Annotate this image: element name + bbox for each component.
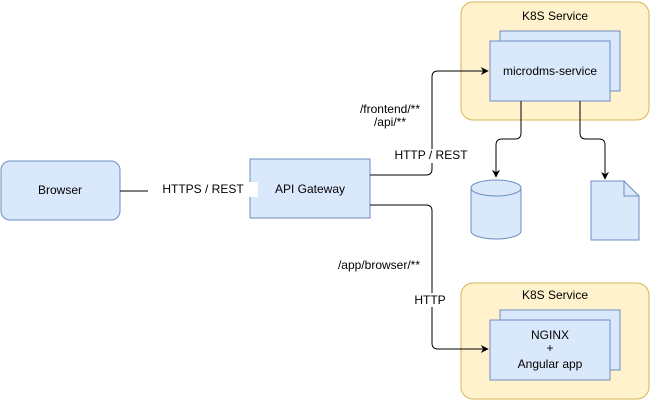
api-gateway-node[interactable]: API Gateway (249, 158, 371, 219)
browser-node[interactable]: Browser (0, 160, 121, 221)
microdms-service-node[interactable]: microdms-service (489, 30, 621, 102)
browser-label: Browser (38, 183, 82, 197)
edge-label-frontend-path: /frontend/** (360, 102, 420, 116)
edge-gateway-to-microdms[interactable]: HTTP / REST /frontend/** /api/** (360, 67, 489, 176)
edge-microdms-to-document[interactable] (579, 101, 609, 180)
edge-label-app-browser-path: /app/browser/** (338, 258, 420, 272)
nginx-angular-node[interactable]: NGINX + Angular app (489, 309, 621, 381)
edge-label-http: HTTP (414, 293, 445, 307)
api-gateway-label: API Gateway (275, 182, 345, 196)
edge-label-api-path: /api/** (374, 115, 406, 129)
edge-microdms-to-database[interactable] (492, 101, 522, 178)
k8s-service-title-top: K8S Service (522, 9, 588, 23)
angular-app-label: Angular app (518, 357, 583, 371)
microdms-service-label: microdms-service (503, 64, 597, 78)
k8s-service-title-bottom: K8S Service (522, 288, 588, 302)
document-icon (590, 180, 640, 241)
edge-label-https-rest: HTTPS / REST (162, 182, 244, 196)
edge-label-http-rest: HTTP / REST (394, 148, 468, 162)
nginx-plus-label: + (546, 341, 553, 355)
nginx-label: NGINX (531, 328, 569, 342)
edge-gateway-to-nginx[interactable]: /app/browser/** HTTP (338, 204, 489, 353)
edge-browser-to-gateway[interactable]: HTTPS / REST (120, 182, 258, 197)
database-icon (470, 179, 522, 240)
